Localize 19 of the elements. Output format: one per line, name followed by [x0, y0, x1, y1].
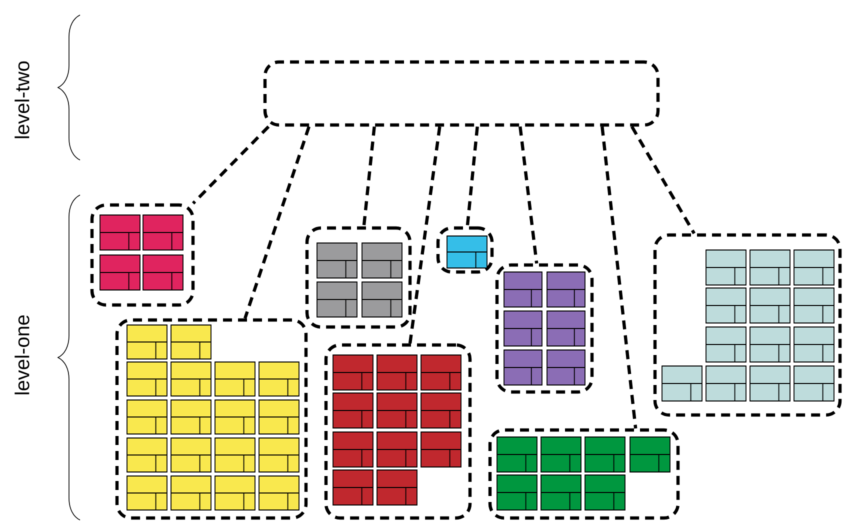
connector-line	[408, 126, 442, 344]
group-box	[263, 60, 660, 127]
group-box	[436, 226, 494, 274]
group-box	[653, 233, 842, 417]
connector-line	[600, 126, 638, 429]
connector-line	[244, 126, 310, 319]
group-box	[324, 343, 472, 520]
level-label: level-one	[14, 315, 30, 394]
group-box	[495, 263, 594, 394]
connector-line	[362, 126, 376, 227]
connector-line	[518, 126, 538, 264]
group-box	[115, 318, 308, 520]
group-box	[488, 428, 680, 520]
group-box	[305, 226, 412, 329]
group-box	[90, 203, 195, 307]
connector-line	[192, 125, 270, 205]
connector-line	[630, 126, 696, 234]
level-label: level-two	[14, 61, 30, 138]
connector-line	[466, 126, 479, 227]
